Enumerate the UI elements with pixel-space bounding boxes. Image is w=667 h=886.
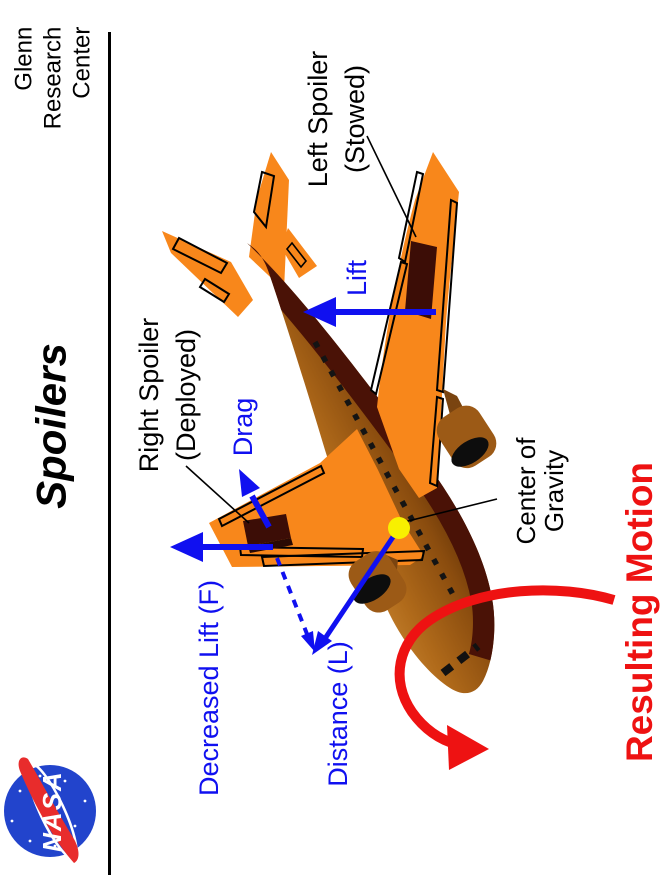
left-elevator-outline [171,236,229,275]
label-distance: Distance (L) [323,641,353,787]
decreased-lift-arrow-head [170,532,203,562]
distance-arrow-head [312,631,332,655]
label-left-spoiler: Left Spoiler (Stowed) [300,51,374,188]
organization-line-3: Center [68,26,96,99]
drag-arrow-head [239,469,260,497]
label-lift: Lift [342,259,372,297]
label-resulting-motion: Resulting Motion [619,461,661,763]
leader-lines [185,135,498,524]
left-horizontal-stabilizer [162,231,253,317]
nasa-logo-stars [10,774,87,848]
left-wing-slat-outline-tip [397,170,425,264]
label-right-spoiler: Right Spoiler (Deployed) [131,318,205,473]
cockpit-windows [440,642,481,677]
distance-arrow-shaft [321,526,402,642]
resulting-motion-arrow [394,585,616,770]
rear-engine-inlet [353,574,391,604]
label-center-of-gravity: Center of Gravity [511,437,569,545]
label-drag: Drag [228,397,258,457]
moment-arm-dashed-head [301,631,315,652]
engines [348,389,497,613]
organization-line-1: Glenn [10,26,38,91]
right-wing-slat-outline [217,464,326,528]
right-wing-flap-outline-outer [238,545,365,559]
lift-arrow-head [303,297,336,327]
tail-assembly [162,152,317,317]
label-decreased-lift: Decreased Lift (F) [194,579,224,797]
left-wing [369,152,459,498]
right-elevator-outline [285,241,308,269]
nasa-logo: NASA [0,751,110,871]
force-arrows [170,297,436,655]
label-left-spoiler-line2: (Stowed) [340,64,370,174]
left-wing-slat-outline-mid [369,260,409,396]
left-elevator-corner-outline [198,277,231,304]
left-wing-flap-outline-upper [435,198,459,394]
motion-arc [394,585,616,749]
cg-leader [403,498,498,523]
organization-name: Glenn Research Center [10,27,97,130]
right-spoiler-deployed [243,514,291,546]
nasa-logo-text: NASA [37,770,67,852]
nasa-logo-swoosh [18,757,79,863]
label-cog-line1: Center of [511,437,541,545]
left-wing-surface [377,152,459,498]
label-right-spoiler-line2: (Deployed) [171,328,201,462]
drag-arrow-shaft [249,494,272,529]
front-engine-inlet [451,437,489,467]
label-cog-line2: Gravity [539,449,569,533]
slide-title: Spoilers [27,343,75,509]
organization-line-2: Research [39,26,67,130]
left-spoiler-stowed [405,241,437,319]
header-rule [108,32,111,875]
left-wing-flap-outline-lower [428,395,445,488]
label-right-spoiler-line1: Right Spoiler [134,317,164,473]
left-spoiler-leader [366,135,417,238]
center-of-gravity-dot [388,517,410,539]
label-left-spoiler-line1: Left Spoiler [303,50,333,188]
motion-arrow-head [447,725,489,770]
nasa-logo-graphic: NASA [4,757,96,863]
right-spoiler-leader [185,465,250,524]
moment-arm-dashed-line [275,557,309,635]
rudder-outline [252,170,276,230]
vertical-stabilizer [249,152,289,290]
